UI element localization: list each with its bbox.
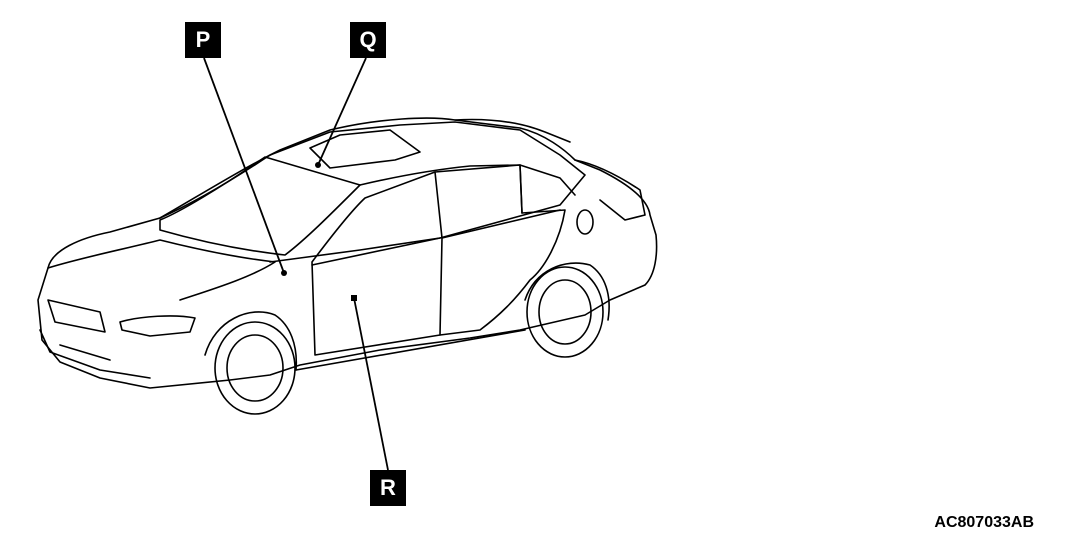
pointer-dot-r [351, 295, 357, 301]
callout-q: Q [350, 22, 386, 58]
callout-p: P [185, 22, 221, 58]
leader-line-p [203, 57, 285, 274]
leader-line-r [353, 297, 389, 471]
pointer-dot-p [281, 270, 287, 276]
figure-code: AC807033AB [934, 514, 1034, 531]
pointer-dot-q [315, 162, 321, 168]
callout-r: R [370, 470, 406, 506]
leader-line-q [317, 57, 367, 166]
sedan-outline [37, 117, 658, 415]
